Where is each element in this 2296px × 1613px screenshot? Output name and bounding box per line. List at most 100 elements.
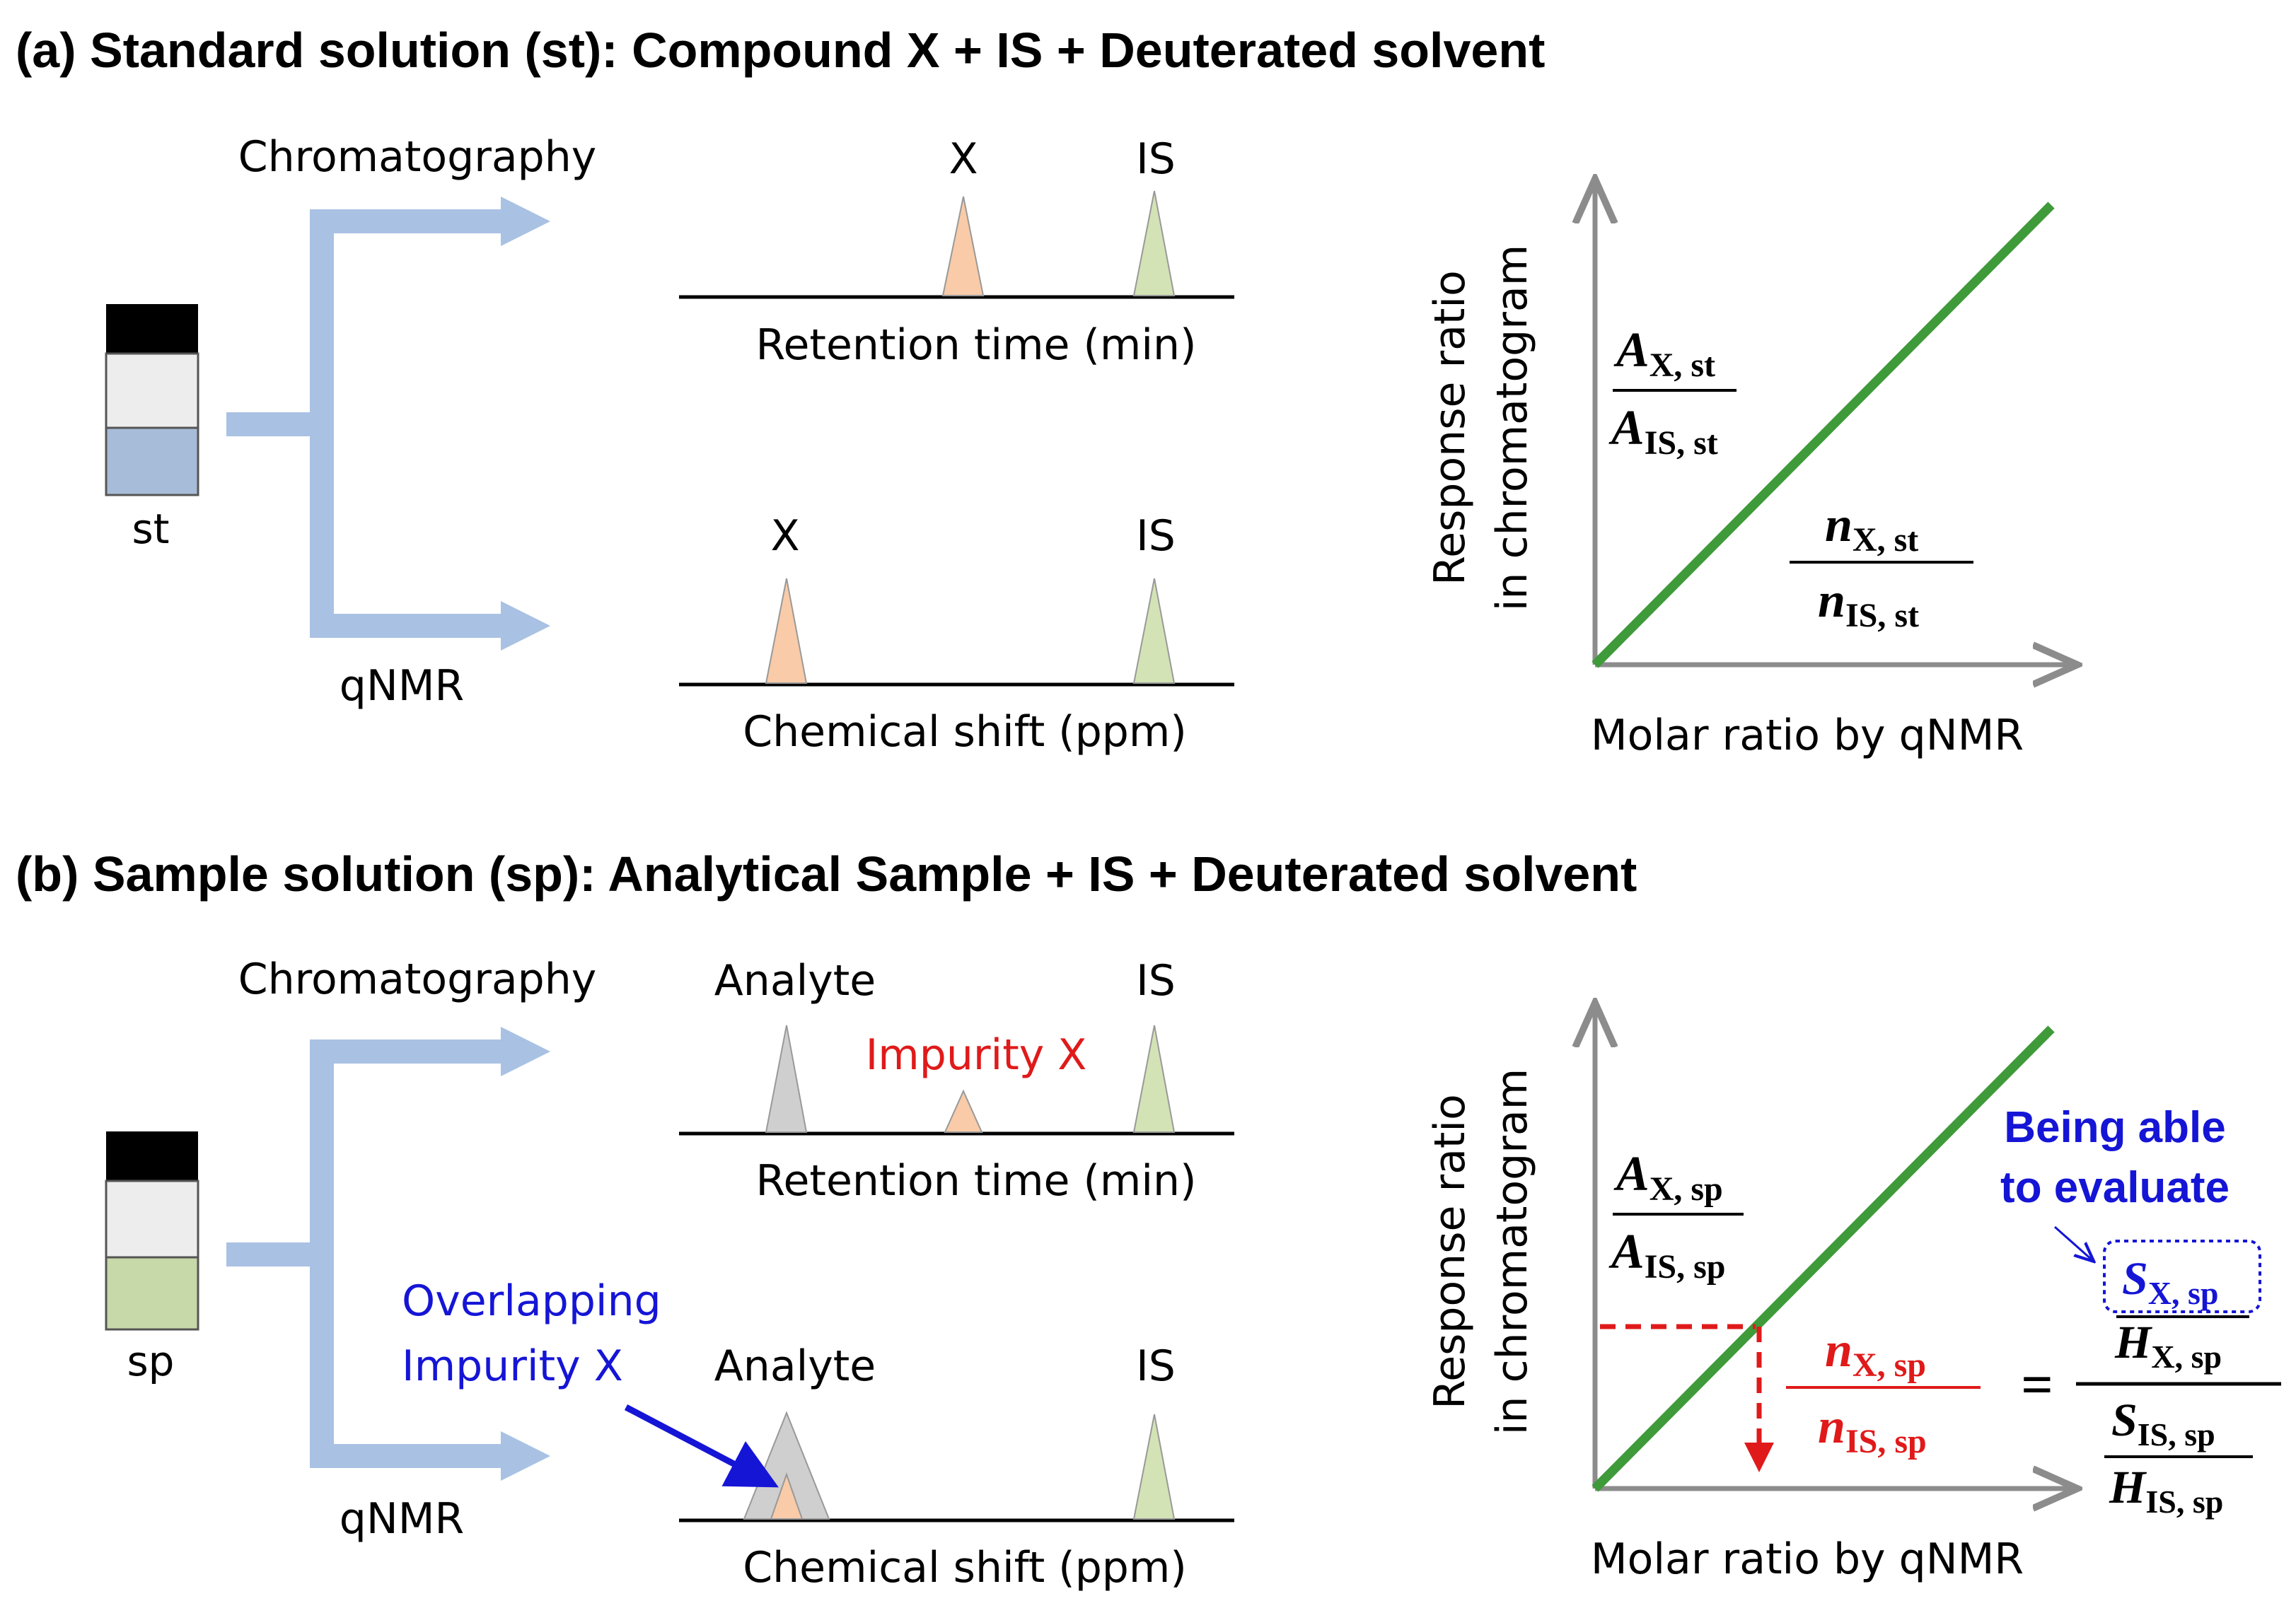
molar-num-subscript: X, sp bbox=[1853, 1346, 1926, 1384]
svg-text:nX, st: nX, st bbox=[1825, 498, 1918, 559]
vial-headspace bbox=[105, 352, 199, 429]
h-x-symbol: H bbox=[2114, 1317, 2153, 1368]
chrom-axis-label: Retention time (min) bbox=[756, 320, 1197, 370]
svg-text:nIS, sp: nIS, sp bbox=[1818, 1399, 1927, 1460]
vial-headspace bbox=[105, 1180, 199, 1259]
response-ratio-fraction-b: AX, sp AIS, sp bbox=[1608, 1147, 1744, 1286]
molar-num-symbol: n bbox=[1825, 498, 1853, 552]
vial-cap bbox=[106, 1131, 198, 1181]
plot-ylabel-line2: in chromatogram bbox=[1488, 245, 1537, 611]
h-is-symbol: H bbox=[2109, 1462, 2147, 1513]
svg-text:AX, sp: AX, sp bbox=[1613, 1147, 1723, 1208]
molar-den-subscript: IS, sp bbox=[1845, 1423, 1927, 1460]
plot-ylabel-line1: Response ratio bbox=[1425, 270, 1475, 586]
plot-xlabel: Molar ratio by qNMR bbox=[1591, 1535, 2024, 1584]
resp-den-symbol: A bbox=[1608, 1225, 1645, 1279]
nmr-peak-label-is: IS bbox=[1136, 511, 1176, 561]
svg-text:SIS, sp: SIS, sp bbox=[2111, 1394, 2215, 1452]
chrom-peak-is bbox=[1132, 190, 1176, 296]
equals-sign: = bbox=[2021, 1354, 2053, 1416]
evaluate-highlight-box bbox=[2103, 1240, 2261, 1313]
chrom-peak-label-impurity: Impurity X bbox=[866, 1030, 1087, 1080]
chrom-axis-label: Retention time (min) bbox=[756, 1156, 1197, 1206]
resp-den-subscript: IS, st bbox=[1645, 424, 1718, 462]
evaluate-label-line1: Being able bbox=[2004, 1103, 2226, 1152]
overlap-label-line1: Overlapping bbox=[402, 1276, 661, 1326]
nmr-peak-label-is: IS bbox=[1136, 1341, 1176, 1391]
branch-arrows-a bbox=[226, 197, 550, 651]
svg-text:HIS, sp: HIS, sp bbox=[2109, 1462, 2223, 1520]
overlap-label-line2: Impurity X bbox=[402, 1341, 623, 1391]
svg-text:nX, sp: nX, sp bbox=[1825, 1323, 1926, 1384]
molar-num-symbol: n bbox=[1825, 1323, 1853, 1378]
vial-label-st: st bbox=[132, 505, 170, 553]
nmr-peak-x bbox=[765, 578, 808, 684]
vial-label-sp: sp bbox=[127, 1337, 174, 1385]
vial-solution-sp bbox=[105, 1256, 199, 1331]
h-is-subscript: IS, sp bbox=[2145, 1484, 2223, 1520]
s-x-subscript: X, sp bbox=[2148, 1275, 2219, 1311]
molar-den-symbol: n bbox=[1818, 1399, 1845, 1454]
resp-den-subscript: IS, sp bbox=[1645, 1248, 1726, 1286]
svg-text:AIS, st: AIS, st bbox=[1608, 401, 1718, 462]
evaluate-label-line2: to evaluate bbox=[2000, 1163, 2230, 1212]
chrom-peak-label-is: IS bbox=[1136, 956, 1176, 1006]
calibration-line bbox=[1591, 202, 2055, 668]
chrom-peak-label-analyte: Analyte bbox=[714, 956, 876, 1006]
panel-a-title: (a) Standard solution (st): Compound X +… bbox=[16, 23, 1545, 78]
nmr-axis-label: Chemical shift (ppm) bbox=[743, 1543, 1187, 1592]
svg-text:AX, st: AX, st bbox=[1613, 323, 1715, 384]
chrom-peak-label-x: X bbox=[949, 134, 978, 184]
branch-label-qnmr: qNMR bbox=[340, 1494, 464, 1544]
resp-num-symbol: A bbox=[1613, 323, 1649, 378]
vial-st bbox=[105, 304, 199, 496]
svg-text:AIS, sp: AIS, sp bbox=[1608, 1225, 1725, 1286]
chrom-peak-analyte bbox=[765, 1025, 808, 1133]
chrom-peak-is bbox=[1132, 1025, 1176, 1133]
panel-b: (b) Sample solution (sp): Analytical Sam… bbox=[16, 846, 2281, 1592]
plot-ylabel-line1: Response ratio bbox=[1425, 1094, 1475, 1409]
s-is-symbol: S bbox=[2111, 1394, 2138, 1446]
calibration-plot-b: Response ratio in chromatogram Molar rat… bbox=[1425, 1008, 2281, 1584]
plot-xlabel: Molar ratio by qNMR bbox=[1591, 711, 2024, 760]
calibration-line bbox=[1591, 1025, 2055, 1492]
signal-ratio-fraction: SX, sp HX, sp SIS, sp HIS, sp bbox=[2076, 1253, 2281, 1520]
branch-label-chromatography: Chromatography bbox=[238, 955, 597, 1004]
chrom-peak-impurity bbox=[944, 1089, 983, 1133]
resp-den-symbol: A bbox=[1608, 401, 1645, 455]
branch-label-qnmr: qNMR bbox=[340, 661, 464, 711]
molar-ratio-fraction-b: nX, sp nIS, sp bbox=[1786, 1323, 1981, 1460]
vial-cap bbox=[106, 304, 198, 354]
nmr-axis-label: Chemical shift (ppm) bbox=[743, 707, 1187, 757]
molar-ratio-fraction-a: nX, st nIS, st bbox=[1790, 498, 1973, 634]
vial-sp bbox=[105, 1131, 199, 1331]
resp-num-symbol: A bbox=[1613, 1147, 1649, 1201]
plot-ylabel-line2: in chromatogram bbox=[1488, 1068, 1537, 1435]
chrom-peak-x bbox=[941, 196, 985, 296]
nmr-peak-is bbox=[1132, 578, 1176, 684]
panel-b-title: (b) Sample solution (sp): Analytical Sam… bbox=[16, 846, 1637, 902]
response-ratio-fraction-a: AX, st AIS, st bbox=[1608, 323, 1737, 462]
panel-a: (a) Standard solution (st): Compound X +… bbox=[16, 23, 2072, 760]
h-x-subscript: X, sp bbox=[2151, 1339, 2222, 1375]
nmr-peak-is bbox=[1132, 1414, 1176, 1520]
overlap-arrow bbox=[624, 1404, 779, 1488]
resp-num-subscript: X, st bbox=[1649, 347, 1715, 384]
chrom-peak-label-is: IS bbox=[1136, 134, 1176, 184]
calibration-plot-a: Response ratio in chromatogram Molar rat… bbox=[1425, 184, 2072, 760]
nmr-peak-impurity bbox=[770, 1472, 804, 1520]
branch-label-chromatography: Chromatography bbox=[238, 132, 597, 182]
nmr-peak-label-analyte: Analyte bbox=[714, 1341, 876, 1391]
svg-text:nIS, st: nIS, st bbox=[1818, 573, 1919, 634]
s-x-symbol: S bbox=[2122, 1253, 2148, 1305]
evaluate-arrow bbox=[2054, 1225, 2092, 1260]
molar-num-subscript: X, st bbox=[1853, 521, 1918, 559]
s-is-subscript: IS, sp bbox=[2138, 1416, 2215, 1452]
branch-arrows-b bbox=[226, 1027, 550, 1481]
vial-solution-st bbox=[105, 426, 199, 496]
nmr-peak-label-x: X bbox=[770, 511, 799, 561]
svg-text:HX, sp: HX, sp bbox=[2114, 1317, 2222, 1375]
molar-den-symbol: n bbox=[1818, 573, 1845, 628]
svg-text:SX, sp: SX, sp bbox=[2122, 1253, 2218, 1311]
